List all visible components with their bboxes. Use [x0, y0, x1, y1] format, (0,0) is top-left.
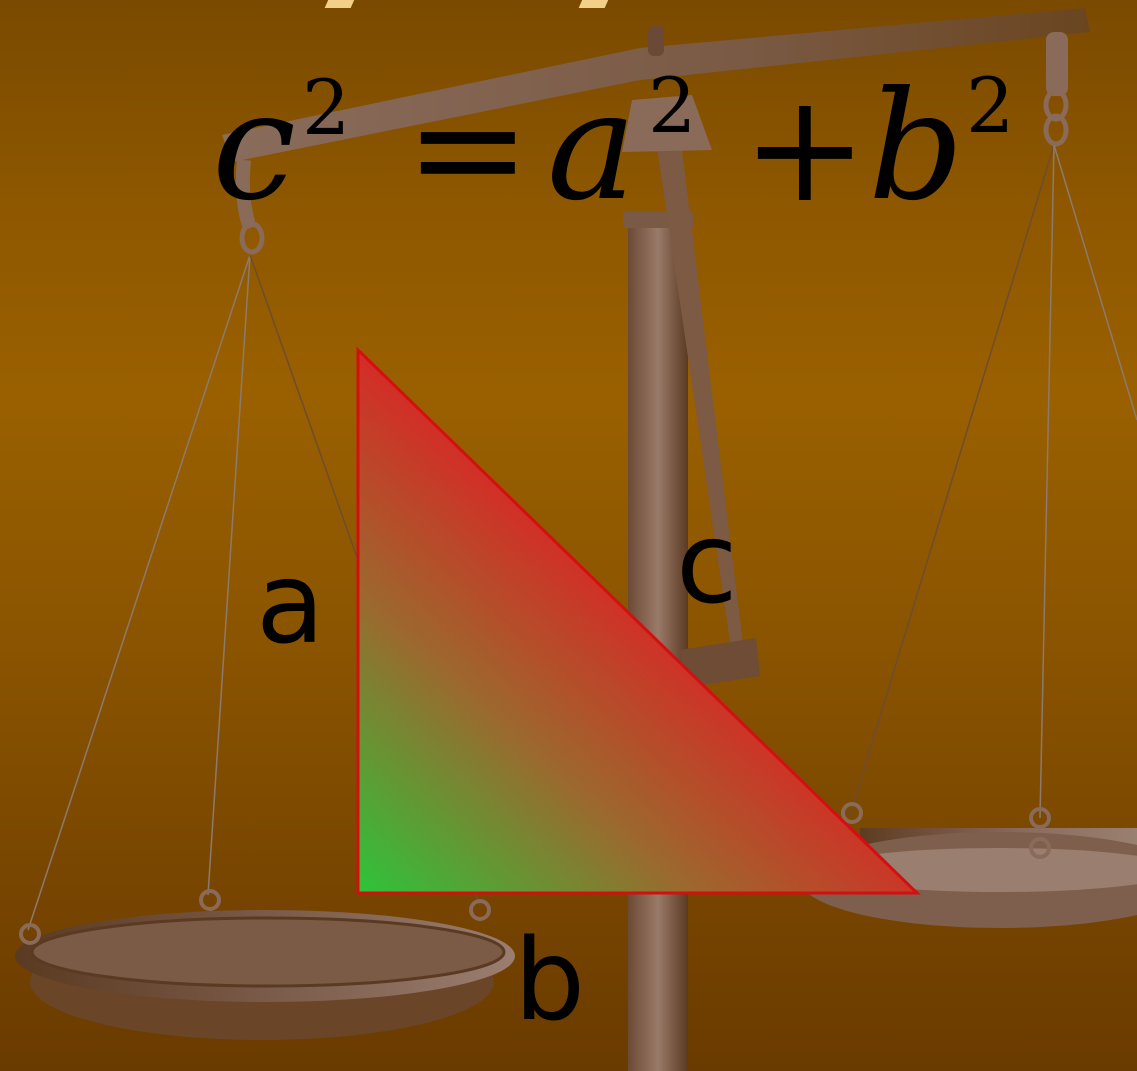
scale-pointer — [653, 118, 745, 662]
scale-fulcrum — [622, 95, 712, 152]
left-string-outer — [27, 254, 251, 931]
scale-pointer-foot — [680, 638, 760, 688]
left-string-middle — [207, 254, 251, 896]
equation-term1-exponent: 2 — [648, 61, 697, 150]
right-hanger-bar — [1046, 32, 1068, 96]
equation-term2-variable: b — [868, 60, 965, 234]
side-c-label: c — [676, 499, 738, 629]
right-string-outer — [849, 144, 1055, 816]
side-a-label: a — [256, 539, 325, 669]
right-string-inner — [1053, 144, 1137, 421]
right-string-middle — [1039, 144, 1055, 819]
equation-lhs-variable: c — [212, 60, 297, 234]
left-pan-inner — [30, 916, 506, 988]
equation-equals-sign: = — [405, 62, 531, 236]
right-triangle-icon — [356, 346, 921, 895]
scale-beam-top-knob — [648, 26, 664, 56]
side-b-label: b — [514, 916, 586, 1046]
equation-lhs-exponent: 2 — [302, 63, 351, 152]
equation-term2-exponent: 2 — [966, 61, 1015, 150]
equation-term1-variable: a — [547, 60, 637, 234]
scale-beam — [222, 8, 1090, 162]
equation-plus-sign: + — [742, 62, 868, 236]
